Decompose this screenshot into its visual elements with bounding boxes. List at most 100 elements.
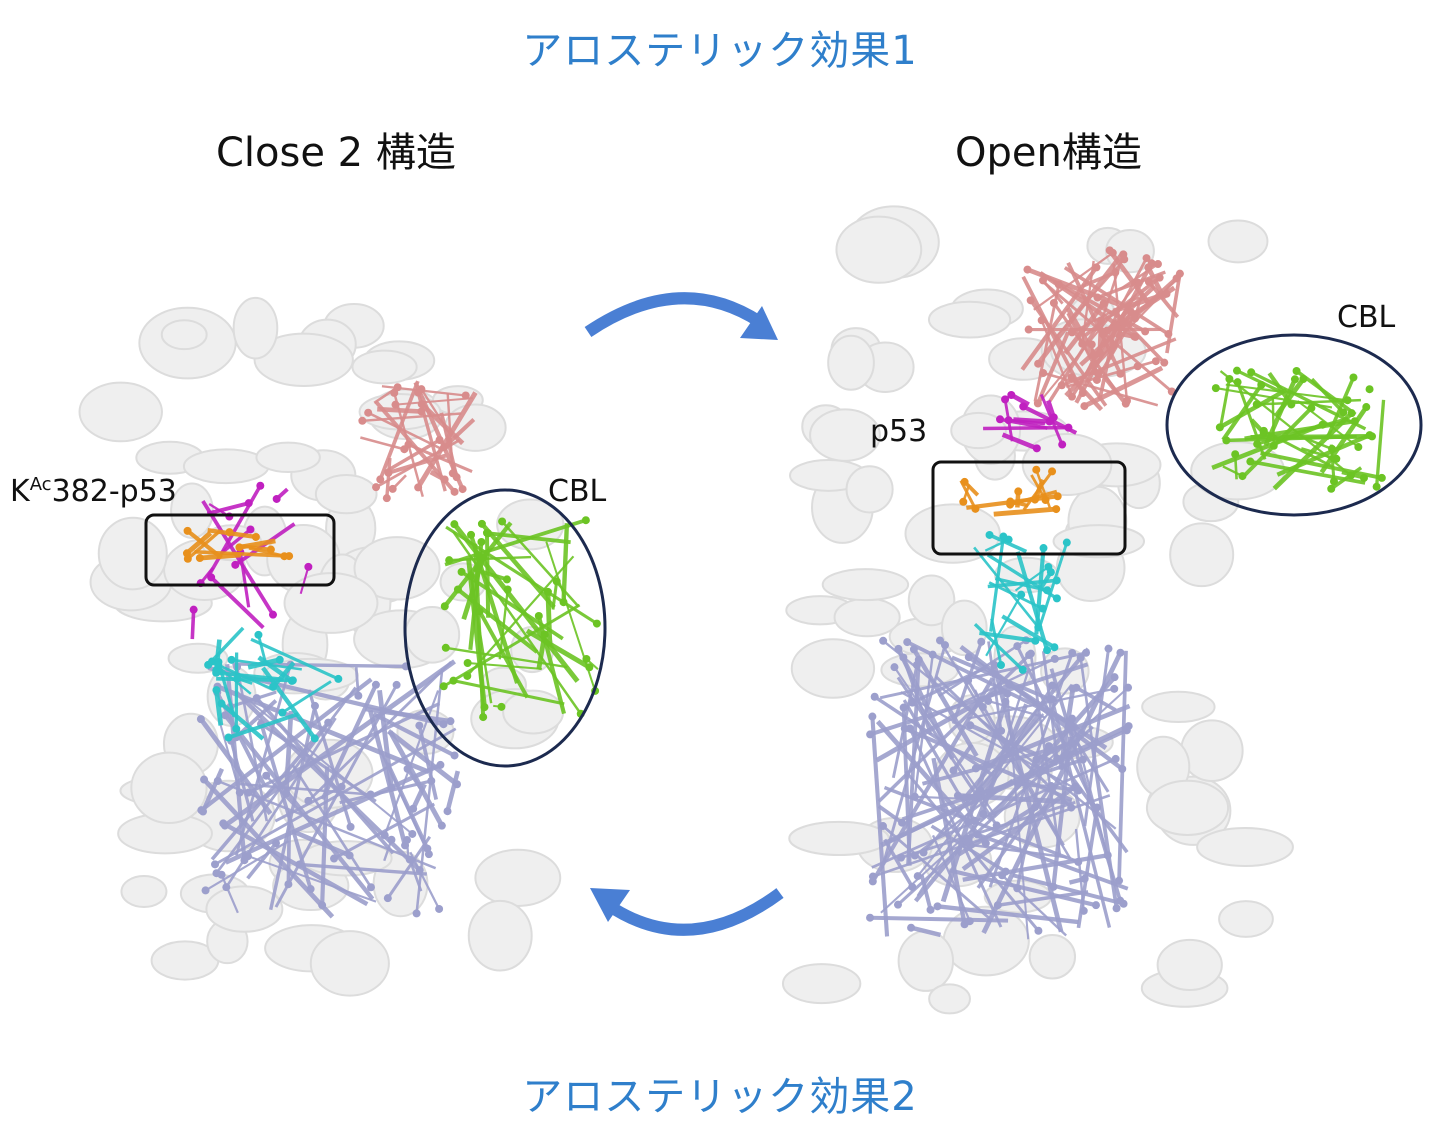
protein-helix-segment [928, 983, 971, 1015]
cyan-network-arrow [979, 630, 1036, 643]
green-network-arrow [1218, 387, 1288, 430]
pink-network-arrowhead [358, 416, 367, 425]
pink-network-arrow [381, 385, 466, 397]
green-network-arrowhead [1233, 378, 1242, 387]
green-network-arrowhead [1225, 375, 1234, 384]
protein-helix-segment [1169, 522, 1235, 588]
lavender-network-arrow [220, 874, 239, 914]
ligand-right-arrowhead [1014, 487, 1023, 496]
pink-network-arrowhead [400, 445, 409, 454]
lavender-network-arrowhead [346, 822, 355, 831]
pink-network-arrow [416, 392, 447, 492]
pink-network-arrowhead [1155, 273, 1164, 282]
cyan-network-arrow [247, 657, 281, 670]
lavender-network-arrowhead [424, 850, 433, 859]
lavender-network-arrowhead [935, 636, 944, 645]
lavender-network-arrow [914, 654, 934, 794]
green-network-arrow [468, 534, 520, 684]
cyan-network-arrowhead [1038, 604, 1047, 613]
green-network-arrow [444, 518, 587, 567]
pink-network-arrow [1054, 258, 1126, 339]
green-network-arrow [452, 522, 580, 683]
lavender-network-arrowhead [1078, 755, 1087, 764]
green-network-arrowhead [1232, 366, 1241, 375]
pink-network-arrow [1042, 371, 1159, 407]
lavender-network-arrowhead [908, 882, 917, 891]
cyan-network-arrowhead [278, 708, 287, 717]
lavender-network-arrow [445, 770, 461, 812]
reverse-transition-arrow [590, 888, 784, 936]
green-network-arrowhead [552, 577, 561, 586]
green-network-arrowhead [1339, 408, 1348, 417]
label-k: K [10, 474, 30, 509]
ligand-right-arrowhead [971, 504, 980, 513]
green-network-arrowhead [1362, 403, 1371, 412]
green-network-arrowhead [1259, 426, 1268, 435]
lavender-network-arrowhead [337, 782, 346, 791]
lavender-network-arrow [255, 696, 395, 855]
lavender-network-arrow [906, 659, 921, 866]
green-network-arrowhead [477, 519, 486, 528]
lavender-network-arrowhead [966, 721, 975, 730]
cbl-label-right: CBL [1337, 300, 1396, 335]
cyan-network-arrowhead [1039, 544, 1048, 553]
lavender-network-arrow [1076, 807, 1099, 929]
lavender-network-arrow [299, 862, 427, 876]
lavender-network-arrowhead [868, 712, 877, 721]
close2-structure-title: Close 2 構造 [216, 130, 456, 176]
protein-helix-segment [167, 642, 229, 674]
ligand-right-arrowhead [1048, 467, 1057, 476]
protein-helix-segment [940, 599, 988, 657]
cyan-network-arrowhead [1043, 646, 1052, 655]
lavender-network-arrowhead [1068, 684, 1077, 693]
magenta-network-arrow [983, 425, 1069, 431]
protein-helix-segment [821, 568, 910, 602]
cyan-network-arrowhead [224, 733, 233, 742]
protein-helix-segment [1028, 934, 1077, 980]
lavender-network-arrowhead [926, 905, 935, 914]
protein-helix-segment [170, 482, 214, 539]
lavender-network-arrowhead [240, 856, 249, 865]
cbl-ellipse-right [1165, 333, 1423, 517]
lavender-network-arrowhead [1081, 648, 1090, 657]
protein-helix-segment [1207, 219, 1269, 264]
lavender-network-arrow [235, 666, 269, 822]
lavender-network-arrow [210, 721, 330, 861]
pink-network-arrowhead [1172, 274, 1181, 283]
allosteric-effect-1-title: アロステリック効果1 [522, 28, 918, 74]
protein-helix-segment [827, 334, 875, 391]
pink-network-arrowhead [1080, 402, 1089, 411]
cyan-network-arrowhead [1052, 576, 1061, 585]
cyan-network-arrowhead [275, 655, 284, 664]
protein-helix-segment [1141, 690, 1216, 724]
pink-network-arrowhead [372, 483, 381, 492]
pink-network-arrow [1066, 262, 1123, 375]
lavender-network-arrowhead [960, 920, 969, 929]
cyan-network-arrow [1015, 551, 1050, 651]
protein-helix-segment [404, 605, 461, 664]
lavender-network-arrow [205, 840, 290, 892]
cyan-network-arrowhead [334, 674, 343, 683]
lavender-network-arrow [217, 779, 437, 870]
ligand-left-arrowhead [183, 554, 192, 563]
protein-helix-segment [1052, 524, 1146, 559]
ligand-left-arrowhead [195, 554, 204, 563]
pink-network-arrowhead [1130, 332, 1139, 341]
lavender-network-arrowhead [914, 655, 923, 664]
green-network-arrow [1250, 459, 1366, 485]
lavender-network-arrowhead [903, 638, 912, 647]
lavender-network-arrow [1001, 874, 1067, 937]
green-network-arrow [525, 628, 591, 670]
pink-network-arrowhead [414, 388, 423, 397]
pink-network-arrowhead [382, 494, 391, 503]
lavender-network-arrowhead [222, 883, 231, 892]
lavender-network-arrowhead [1074, 786, 1083, 795]
cyan-network-arrow [986, 553, 1058, 600]
lavender-network-arrowhead [907, 923, 916, 932]
magenta-network-arrow [201, 499, 275, 616]
lavender-network-arrow [937, 904, 1079, 925]
lavender-network-arrowhead [383, 894, 392, 903]
pink-network-arrowhead [1039, 369, 1048, 378]
pink-network-arrowhead [1023, 265, 1032, 274]
